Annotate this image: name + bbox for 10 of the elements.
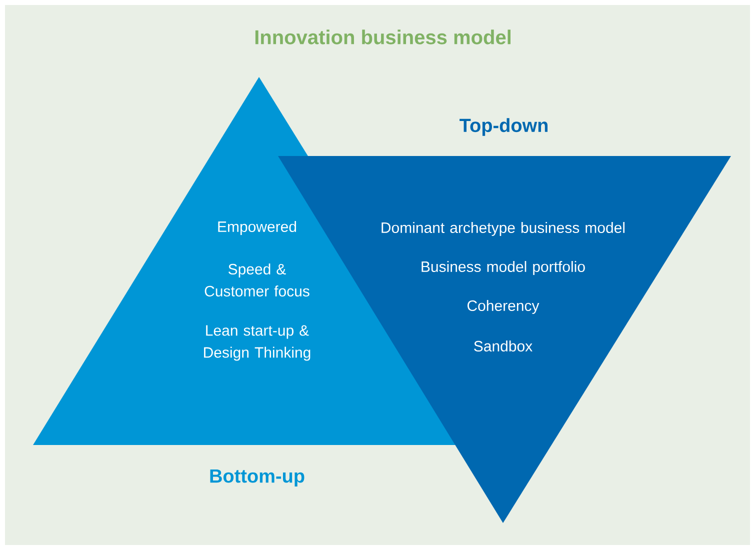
triangle-text: Empowered xyxy=(218,221,296,235)
heading: Top-down xyxy=(460,118,548,136)
heading: Bottom-up xyxy=(210,470,304,486)
triangle-text: Sandbox xyxy=(474,340,532,352)
title: Innovation business model xyxy=(255,30,510,44)
triangle-text: Lean start-up & Design Thinking xyxy=(204,325,310,361)
triangle-text: Dominant archetype business model xyxy=(382,222,624,236)
triangle-text: Coherency xyxy=(468,300,540,314)
triangle-text: Business model portfolio xyxy=(422,261,585,275)
triangle-text: Speed & Customer focus xyxy=(204,264,310,296)
